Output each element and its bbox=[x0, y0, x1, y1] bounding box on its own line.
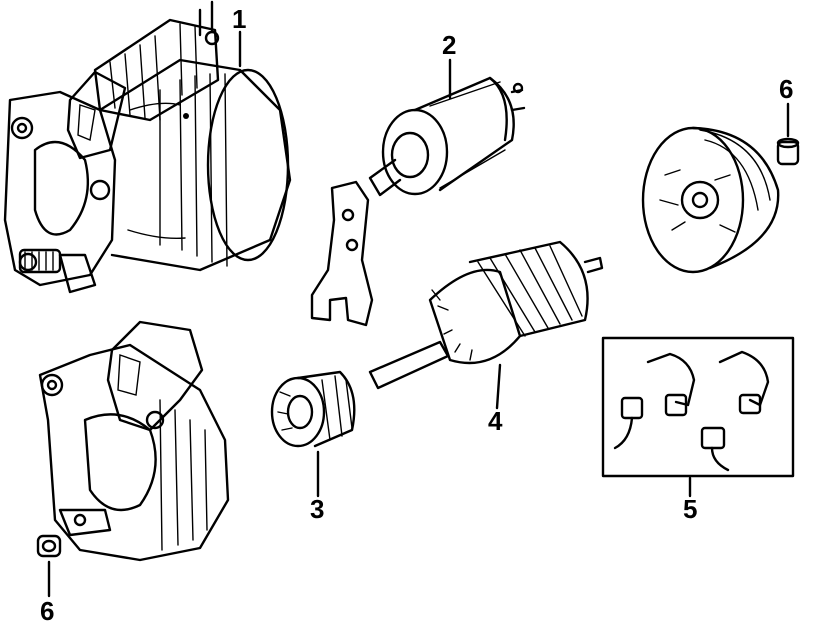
callout-6-right: 6 bbox=[779, 74, 793, 138]
callout-4: 4 bbox=[488, 363, 503, 436]
brush-kit bbox=[601, 336, 795, 478]
callout-1: 1 bbox=[232, 4, 246, 68]
brush-kit-box bbox=[601, 336, 795, 478]
callout-label-6-right: 6 bbox=[779, 74, 793, 104]
callout-label-2: 2 bbox=[442, 30, 456, 60]
callout-label-6-left: 6 bbox=[40, 596, 54, 626]
callout-3: 3 bbox=[310, 450, 324, 524]
shift-lever bbox=[310, 180, 374, 327]
armature bbox=[368, 240, 604, 390]
callout-label-3: 3 bbox=[310, 494, 324, 524]
callout-label-4: 4 bbox=[488, 406, 503, 436]
bushing-left bbox=[36, 534, 62, 558]
starter-motor-assembly bbox=[3, 0, 292, 294]
callout-5: 5 bbox=[683, 476, 697, 524]
callout-2: 2 bbox=[442, 30, 456, 100]
callout-label-5: 5 bbox=[683, 494, 697, 524]
callout-6-left: 6 bbox=[40, 560, 54, 626]
drive-pinion bbox=[270, 370, 356, 448]
drive-end-housing bbox=[38, 320, 230, 562]
bushing-right bbox=[776, 137, 800, 166]
solenoid bbox=[368, 76, 526, 197]
callout-label-1: 1 bbox=[232, 4, 246, 34]
end-cover bbox=[641, 126, 780, 274]
